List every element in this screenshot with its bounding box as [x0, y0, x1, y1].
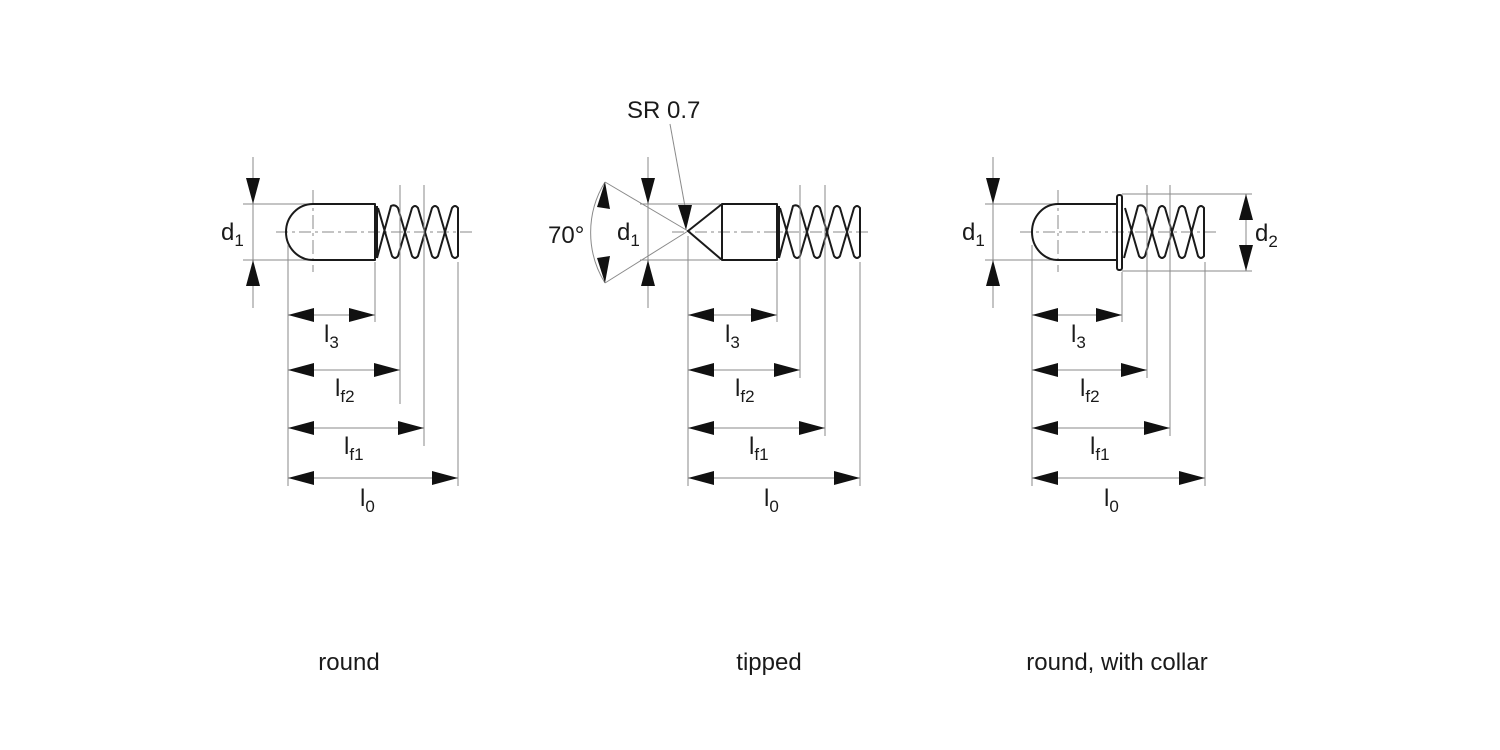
arrow-left-icon — [688, 421, 714, 435]
arrow-right-icon — [374, 363, 400, 377]
arrow-up-icon — [1239, 194, 1253, 220]
l3-label: l3 — [324, 321, 339, 352]
arrow-left-icon — [688, 363, 714, 377]
arrow-right-icon — [432, 471, 458, 485]
arrow-left-icon — [688, 471, 714, 485]
l0-label: l0 — [1104, 485, 1119, 516]
arrow-left-icon — [1032, 421, 1058, 435]
arrow-left-icon — [688, 308, 714, 322]
arrow-up-icon — [986, 260, 1000, 286]
arrow-right-icon — [799, 421, 825, 435]
angle-arc — [590, 181, 606, 284]
arrow-up-icon — [597, 182, 610, 209]
spring — [376, 204, 459, 259]
caption-round: round — [318, 649, 379, 676]
spring — [778, 204, 861, 259]
arrow-down-icon — [678, 205, 692, 230]
l3-label: l3 — [725, 321, 740, 352]
angle-line-bottom — [604, 230, 689, 284]
l0-label: l0 — [360, 485, 375, 516]
arrow-left-icon — [288, 471, 314, 485]
d2-label: d2 — [1255, 220, 1278, 251]
plunger-body — [687, 203, 778, 261]
l3-label: l3 — [1071, 321, 1086, 352]
caption-tipped: tipped — [736, 649, 801, 676]
arrow-right-icon — [1144, 421, 1170, 435]
lf2-label: lf2 — [335, 375, 355, 406]
arrow-right-icon — [1179, 471, 1205, 485]
arrow-right-icon — [1121, 363, 1147, 377]
collar — [1116, 194, 1123, 271]
arrow-down-icon — [641, 178, 655, 204]
d1-label: d1 — [617, 219, 640, 250]
lf2-label: lf2 — [1080, 375, 1100, 406]
lf2-label: lf2 — [735, 375, 755, 406]
arrow-left-icon — [1032, 363, 1058, 377]
angle-line-top — [604, 181, 689, 232]
arrow-down-icon — [986, 178, 1000, 204]
sr-annotation: SR 0.7 — [627, 97, 700, 124]
arrow-left-icon — [1032, 471, 1058, 485]
arrow-down-icon — [597, 256, 610, 283]
drawing-round-with-collar: d1 d2 l3 lf2 — [962, 157, 1278, 676]
arrow-left-icon — [288, 421, 314, 435]
arrow-down-icon — [246, 178, 260, 204]
arrow-up-icon — [246, 260, 260, 286]
arrow-right-icon — [774, 363, 800, 377]
arrow-right-icon — [751, 308, 777, 322]
lf1-label: lf1 — [749, 433, 769, 464]
arrow-left-icon — [1032, 308, 1058, 322]
lf1-label: lf1 — [344, 433, 364, 464]
arrow-right-icon — [1096, 308, 1122, 322]
drawing-round: d1 l3 lf2 lf1 — [221, 157, 472, 676]
d1-label: d1 — [962, 219, 985, 250]
caption-round-with-collar: round, with collar — [1026, 649, 1207, 676]
l0-label: l0 — [764, 485, 779, 516]
arrow-right-icon — [398, 421, 424, 435]
d1-label: d1 — [221, 219, 244, 250]
arrow-down-icon — [1239, 245, 1253, 271]
drawing-tipped: SR 0.7 d1 70° l3 — [548, 97, 872, 676]
arrow-left-icon — [288, 363, 314, 377]
spring — [1123, 204, 1205, 259]
sr-leader-line — [669, 123, 687, 213]
angle-label: 70° — [548, 222, 584, 249]
arrow-right-icon — [349, 308, 375, 322]
plunger-body — [1031, 203, 1117, 261]
lf1-label: lf1 — [1090, 433, 1110, 464]
plunger-body — [285, 203, 376, 261]
arrow-left-icon — [288, 308, 314, 322]
arrow-right-icon — [834, 471, 860, 485]
arrow-up-icon — [641, 260, 655, 286]
